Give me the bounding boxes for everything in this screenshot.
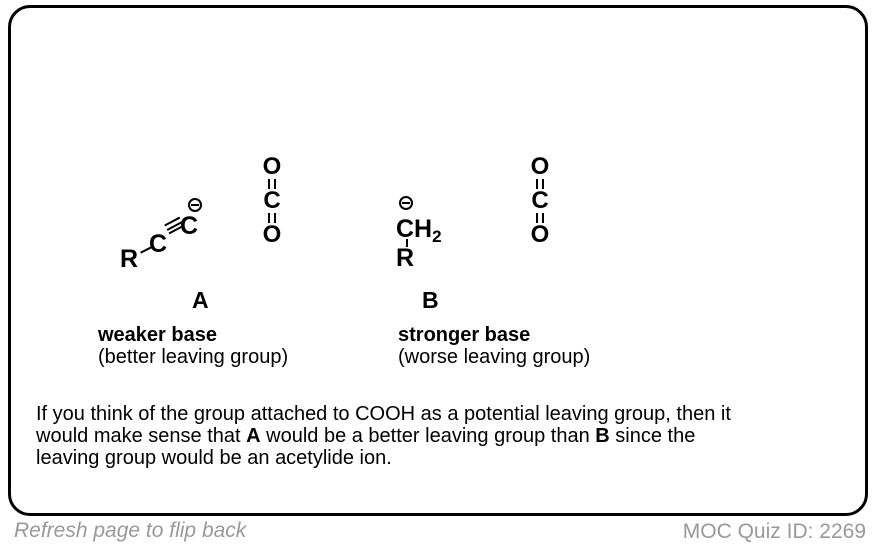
vertical-bond <box>406 239 409 247</box>
atom-o-bottom: O <box>530 221 550 248</box>
caption-b-subtitle: (worse leaving group) <box>398 346 591 368</box>
caption-a-subtitle: (better leaving group) <box>98 346 289 368</box>
atom-ch2-b: CH2 <box>396 217 442 246</box>
explanation-line: leaving group would be an acetylide ion. <box>36 447 392 469</box>
structure-b-label: B <box>422 287 439 313</box>
explanation-line: would make sense that A would be a bette… <box>36 425 696 447</box>
atom-ch: CH <box>396 215 433 243</box>
atom-r-b: R <box>396 244 415 272</box>
co2-molecule-right: O C O <box>523 153 557 248</box>
explanation-text: If you think of the group attached to CO… <box>36 403 856 469</box>
atom-r-a: R <box>120 245 139 273</box>
negative-charge-icon <box>188 198 202 212</box>
atom-c1-a: C <box>149 230 168 258</box>
flashcard-back: R C C A O C O CH2 R B O C O weaker base … <box>8 5 868 516</box>
double-bond <box>535 178 545 189</box>
explanation-line: If you think of the group attached to CO… <box>36 403 731 425</box>
caption-b: stronger base (worse leaving group) <box>398 324 590 368</box>
double-bond <box>535 212 545 223</box>
negative-charge-icon <box>399 196 413 210</box>
atom-o-bottom: O <box>262 221 282 248</box>
atom-o-top: O <box>530 153 550 180</box>
atom-c: C <box>263 187 281 214</box>
double-bond <box>267 178 277 189</box>
atom-c: C <box>531 187 549 214</box>
caption-b-title: stronger base <box>398 324 531 346</box>
quiz-id-label: MOC Quiz ID: 2269 <box>682 520 866 543</box>
co2-molecule-left: O C O <box>255 153 289 248</box>
structure-a-label: A <box>192 287 209 313</box>
flip-back-hint: Refresh page to flip back <box>14 519 247 542</box>
atom-h-subscript: 2 <box>432 227 442 246</box>
caption-a: weaker base (better leaving group) <box>98 324 288 368</box>
double-bond <box>267 212 277 223</box>
atom-o-top: O <box>262 153 282 180</box>
caption-a-title: weaker base <box>98 324 217 346</box>
atom-c2-a: C <box>180 212 199 240</box>
